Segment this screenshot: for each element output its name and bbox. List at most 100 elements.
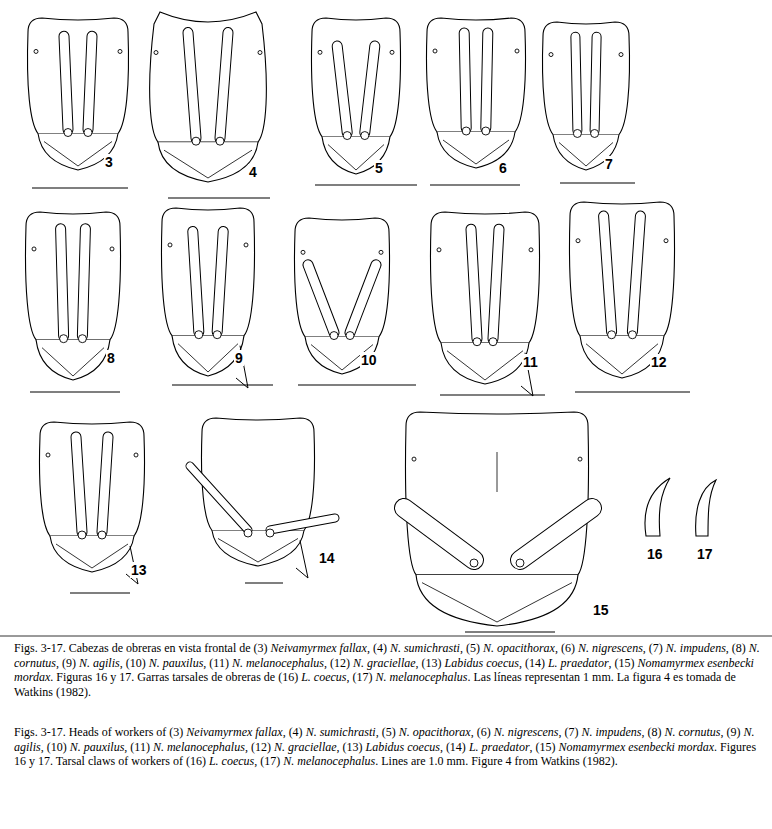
antennal-socket: [361, 132, 369, 140]
eye: [134, 453, 138, 457]
antennal-socket: [64, 129, 72, 137]
antennal-scape: [188, 33, 196, 139]
tarsal-claw: [645, 478, 670, 536]
antennal-scape: [365, 46, 375, 132]
antennal-scape: [217, 232, 223, 332]
figure-number: 3: [104, 154, 114, 170]
mandible-margin: [44, 142, 112, 166]
antennal-scape: [350, 265, 376, 333]
figure-number: 9: [234, 350, 244, 366]
eye: [34, 49, 38, 53]
antennal-scape: [64, 36, 68, 129]
antennal-socket: [470, 559, 478, 567]
antennal-scape: [404, 508, 474, 560]
mandible-margin: [447, 351, 523, 380]
eye: [412, 457, 416, 461]
tarsal-claw: [696, 480, 716, 536]
eye: [619, 53, 623, 57]
eye: [244, 243, 248, 247]
eye: [390, 50, 394, 54]
antennal-scape: [61, 229, 64, 336]
mandibles: [36, 340, 110, 380]
scale-bar: [245, 582, 283, 583]
scale-bar: [315, 184, 417, 185]
antennal-socket: [346, 332, 354, 340]
head-capsule: [542, 22, 629, 134]
mandibles: [50, 536, 134, 572]
antennal-scape: [82, 229, 85, 336]
scale-bar: [298, 384, 416, 385]
eye: [578, 457, 582, 461]
antennal-scape: [220, 33, 228, 139]
mandibles: [305, 337, 379, 374]
antennal-scape: [217, 232, 223, 332]
antennal-scape: [190, 466, 248, 530]
figure-number: 11: [522, 354, 539, 370]
eye: [301, 250, 305, 254]
head-capsule: [39, 422, 144, 536]
antennal-scape: [308, 265, 334, 333]
antennal-scape: [575, 37, 577, 131]
figure-number: 5: [374, 160, 384, 176]
antennal-socket: [482, 127, 490, 135]
antennal-scape: [76, 437, 82, 532]
antennal-scape: [220, 33, 228, 139]
antennal-scape: [193, 232, 199, 332]
mandibles: [212, 530, 304, 566]
antennal-socket: [473, 338, 481, 346]
scale-bar: [430, 184, 520, 185]
figure-number: 7: [604, 156, 614, 172]
figure-number: 6: [498, 160, 508, 176]
antennal-scape: [190, 466, 248, 530]
antennal-socket: [266, 529, 274, 537]
scale-bar: [30, 391, 120, 392]
eye: [168, 243, 172, 247]
scale-bar: [465, 631, 555, 632]
antennal-scape: [61, 229, 64, 336]
scale-bar: [172, 384, 273, 385]
antennal-socket: [78, 335, 86, 343]
mandibles: [38, 134, 118, 170]
antennal-scape: [632, 216, 640, 332]
mandibles: [416, 575, 578, 626]
antennal-scape: [604, 216, 612, 332]
antennal-scape: [102, 437, 108, 532]
antennal-scape: [604, 216, 612, 332]
eye: [154, 51, 158, 55]
head-capsule: [27, 18, 128, 134]
antennal-scape: [350, 265, 376, 333]
antennal-scape: [365, 46, 375, 132]
scale-bar: [32, 187, 128, 188]
eye: [110, 247, 114, 251]
eye: [433, 49, 437, 53]
antennal-scape: [520, 508, 592, 560]
figure-number: 4: [248, 164, 258, 180]
antennal-socket: [462, 127, 470, 135]
mandible-margin: [586, 344, 658, 374]
antennal-socket: [98, 531, 106, 539]
antennal-scape: [404, 508, 474, 560]
figure-number: 16: [646, 546, 664, 562]
antennal-socket: [213, 331, 221, 339]
antennal-socket: [78, 531, 86, 539]
eye: [258, 51, 262, 55]
head-capsule: [569, 202, 674, 336]
antennal-scape: [471, 229, 477, 339]
antennal-scape: [595, 37, 597, 131]
figure-number: 12: [650, 354, 668, 370]
mandibles: [441, 343, 529, 384]
antennal-scape: [337, 46, 347, 132]
eye: [32, 247, 36, 251]
head-capsule: [201, 418, 314, 530]
figure-number: 8: [106, 350, 116, 366]
figure-number: 10: [360, 352, 378, 368]
antennal-scape: [88, 36, 92, 129]
antennal-socket: [244, 529, 252, 537]
figure-number: 13: [130, 562, 148, 578]
head-capsule: [25, 212, 120, 340]
antennal-scape: [493, 229, 499, 339]
antennal-socket: [216, 137, 224, 145]
antennal-socket: [516, 559, 524, 567]
scale-bar: [168, 197, 270, 198]
head-capsule: [161, 208, 254, 336]
